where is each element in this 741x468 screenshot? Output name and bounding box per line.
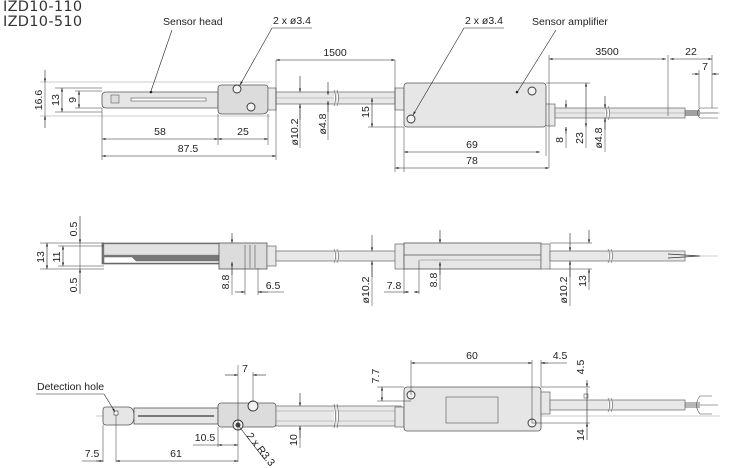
side-dim-13-right: 13: [577, 275, 589, 287]
side-cable-boot: [266, 245, 277, 267]
side-dim-6-5: 6.5: [266, 280, 281, 292]
callout-sensor-amplifier: Sensor amplifier: [532, 16, 608, 28]
side-dim-dia-10-2-left: ø10.2: [360, 276, 372, 303]
mount-hole-icon: [232, 84, 242, 94]
callout-detection-hole: Detection hole: [37, 381, 104, 393]
bottom-lead-wires: [700, 395, 718, 415]
label-plate: [110, 94, 120, 104]
break-mark-icon: [333, 248, 339, 264]
side-view: 13 11 0.5 0.5 8.8 6.5 ø10.2 7.8 8.8: [35, 216, 718, 306]
bottom-dim-10-5: 10.5: [195, 432, 216, 444]
dim-1500: 1500: [323, 47, 347, 59]
bottom-amp-boot: [394, 406, 405, 428]
callout-radius: 2 x R3.3: [244, 430, 278, 468]
dim-3500: 3500: [595, 46, 619, 58]
dim-dia-10-2: ø10.2: [289, 118, 301, 145]
cable-boot: [267, 87, 277, 111]
break-mark-icon: [333, 403, 339, 429]
bottom-dim-60: 60: [466, 350, 478, 362]
mount-hole-icon: [247, 400, 259, 412]
side-dim-8-8-amp: 8.8: [428, 273, 440, 288]
bottom-amp-boot-out: [540, 391, 551, 415]
bottom-head-block: [217, 402, 277, 428]
break-mark-icon: [333, 89, 339, 107]
dim-dia-4-8-out: ø4.8: [593, 127, 605, 148]
side-lead-wires: [667, 253, 701, 259]
dim-58: 58: [154, 126, 166, 138]
dim-9: 9: [67, 97, 79, 103]
bottom-dim-4-5: 4.5: [553, 350, 568, 362]
side-dim-0-5-top: 0.5: [68, 222, 80, 237]
dim-23: 23: [574, 132, 586, 144]
cable-boot-amp: [394, 87, 405, 111]
dim-25: 25: [237, 126, 249, 138]
callout-sensor-head: Sensor head: [163, 16, 223, 28]
side-dim-11: 11: [51, 251, 63, 262]
side-dim-dia-10-2-right: ø10.2: [558, 276, 570, 303]
bottom-dim-7-5: 7.5: [85, 448, 100, 460]
dim-dia-4-8: ø4.8: [317, 113, 329, 134]
model-title: IZD10-110 IZD10-510: [3, 0, 82, 30]
model-name-1: IZD10-110: [3, 0, 83, 15]
dim-7: 7: [702, 61, 708, 73]
bottom-cable-2: [549, 399, 686, 411]
bottom-dim-7-7: 7.7: [370, 369, 382, 384]
callout-amp-holes: 2 x ø3.4: [465, 15, 503, 27]
mount-hole-icon: [527, 86, 537, 96]
side-dim-13: 13: [35, 251, 47, 263]
sensor-head-block: [217, 84, 269, 115]
top-view: 16.6 13 9 58 25 87.5 1500 ø10.2 ø4.8 15: [33, 15, 720, 172]
side-dim-7-8: 7.8: [387, 280, 402, 292]
sensor-slot: [130, 97, 207, 102]
dim-69: 69: [466, 139, 478, 151]
dim-15: 15: [360, 106, 372, 118]
dim-22: 22: [685, 46, 697, 58]
dim-87-5: 87.5: [178, 143, 199, 155]
break-mark-icon: [607, 397, 613, 413]
cable-boot-out: [545, 103, 556, 127]
side-amp-boot-out: [540, 243, 551, 270]
dim-16-6: 16.6: [33, 90, 45, 111]
break-mark-icon: [607, 248, 613, 264]
mount-hole-icon: [246, 102, 256, 112]
bottom-view: Detection hole 2 x R3.3 7.5 61 10.5 7 10…: [36, 350, 720, 468]
bottom-dim-61: 61: [170, 448, 182, 460]
detection-tip: [102, 406, 135, 426]
lead-wire-ends: [700, 107, 718, 119]
amp-label-window: [445, 396, 499, 424]
side-amp-body: [403, 242, 542, 270]
dim-13: 13: [50, 94, 62, 106]
model-name-2: IZD10-510: [3, 14, 83, 30]
dim-8: 8: [554, 137, 566, 143]
side-cable-2: [549, 250, 686, 262]
side-amp-boot: [394, 243, 405, 270]
side-dim-8-8: 8.8: [220, 275, 232, 290]
head-side-block: [218, 242, 268, 270]
callout-head-holes: 2 x ø3.4: [273, 15, 311, 27]
bottom-dim-14: 14: [575, 429, 587, 441]
amplifier-body: [403, 82, 547, 128]
bottom-dim-4-5-right: 4.5: [575, 360, 587, 375]
dim-78: 78: [466, 155, 478, 167]
bottom-dim-7: 7: [242, 363, 248, 375]
bottom-dim-10: 10: [288, 434, 300, 446]
mount-hole-icon: [406, 114, 416, 124]
side-dim-0-5-bottom: 0.5: [68, 278, 80, 293]
